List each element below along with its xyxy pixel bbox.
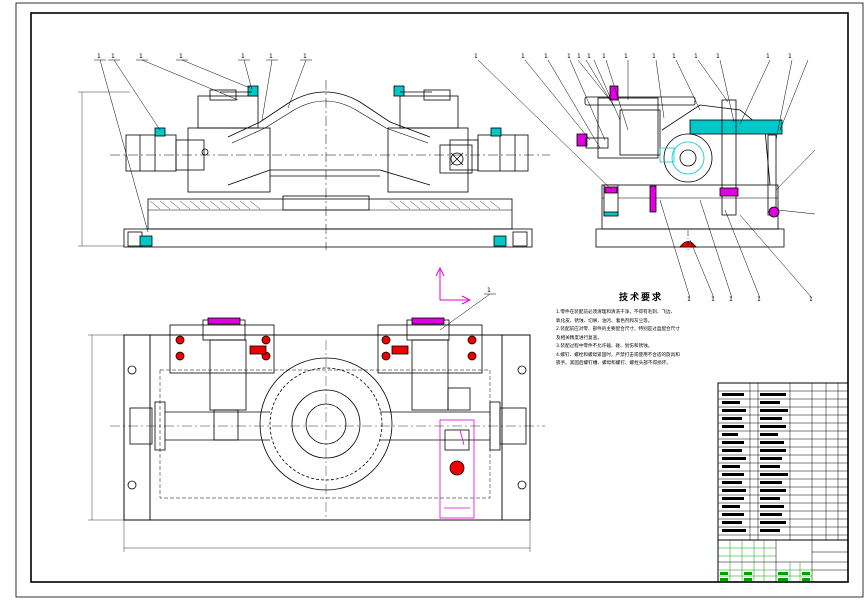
balloon-label: 1	[587, 53, 591, 60]
coordinate-axis-icon	[435, 266, 472, 305]
side-view-balloons: 1 1 1 1 1 1 1 1 1 1 1 1 1 1 1 1 1 1 1	[474, 53, 813, 303]
technical-requirements-title: 技术要求	[618, 293, 663, 303]
note-line: 扳手。紧固后螺钉槽、螺母和螺钉、螺栓头部不得损坏。	[556, 361, 671, 366]
balloon-label: 1	[788, 53, 792, 60]
front-view	[78, 59, 550, 250]
balloon-label: 1	[521, 53, 525, 60]
balloon-label: 1	[269, 53, 273, 60]
balloon-label: 1	[716, 53, 720, 60]
parts-list	[717, 382, 849, 583]
balloon-label: 1	[729, 296, 733, 303]
note-line: 氧化皮、锈蚀、切屑、油污、着色剂和灰尘等。	[556, 318, 653, 324]
parts-list-rows	[718, 390, 848, 536]
balloon-label: 1	[544, 53, 548, 60]
balloon-label: 1	[687, 296, 691, 303]
balloon-label: 1	[602, 53, 606, 60]
inner-border	[30, 12, 849, 583]
balloon-label: 1	[694, 53, 698, 60]
note-line: 及相关精度进行复查。	[556, 335, 602, 341]
note-line: 3.装配过程中零件不允许磕、碰、划伤和锈蚀。	[556, 344, 653, 349]
balloon-label: 1	[809, 296, 813, 303]
balloon-label: 1	[487, 287, 491, 294]
note-line: 4.螺钉、螺栓和螺母紧固时，严禁打击或使用不合适的旋具和	[556, 352, 680, 358]
balloon-label: 1	[672, 53, 676, 60]
balloon-label: 1	[111, 53, 115, 60]
technical-requirements: 技术要求 1.零件在装配前必须清理和清洗干净，不得有毛刺、飞边、 氧化皮、锈蚀、…	[556, 290, 726, 369]
balloon-label: 1	[711, 296, 715, 303]
balloon-label: 1	[766, 53, 770, 60]
balloon-label: 1	[474, 53, 478, 60]
balloon-label: 1	[624, 53, 628, 60]
balloon-label: 1	[179, 53, 183, 60]
balloon-label: 1	[567, 53, 571, 60]
front-view-balloons: 1 1 1 1 1 1 1	[97, 53, 307, 60]
balloon-label: 1	[577, 53, 581, 60]
balloon-label: 1	[97, 53, 101, 60]
plan-view	[88, 293, 545, 552]
balloon-label: 1	[652, 53, 656, 60]
note-line: 2.装配前应对零、部件的主要配合尺寸，特别是过盈配合尺寸	[556, 327, 680, 332]
balloon-label: 1	[139, 53, 143, 60]
balloon-label: 1	[303, 53, 307, 60]
balloon-label: 1	[757, 296, 761, 303]
outer-border	[15, 2, 864, 598]
side-view	[477, 59, 816, 299]
note-line: 1.零件在装配前必须清理和清洗干净，不得有毛刺、飞边、	[556, 310, 676, 315]
balloon-label: 1	[241, 53, 245, 60]
